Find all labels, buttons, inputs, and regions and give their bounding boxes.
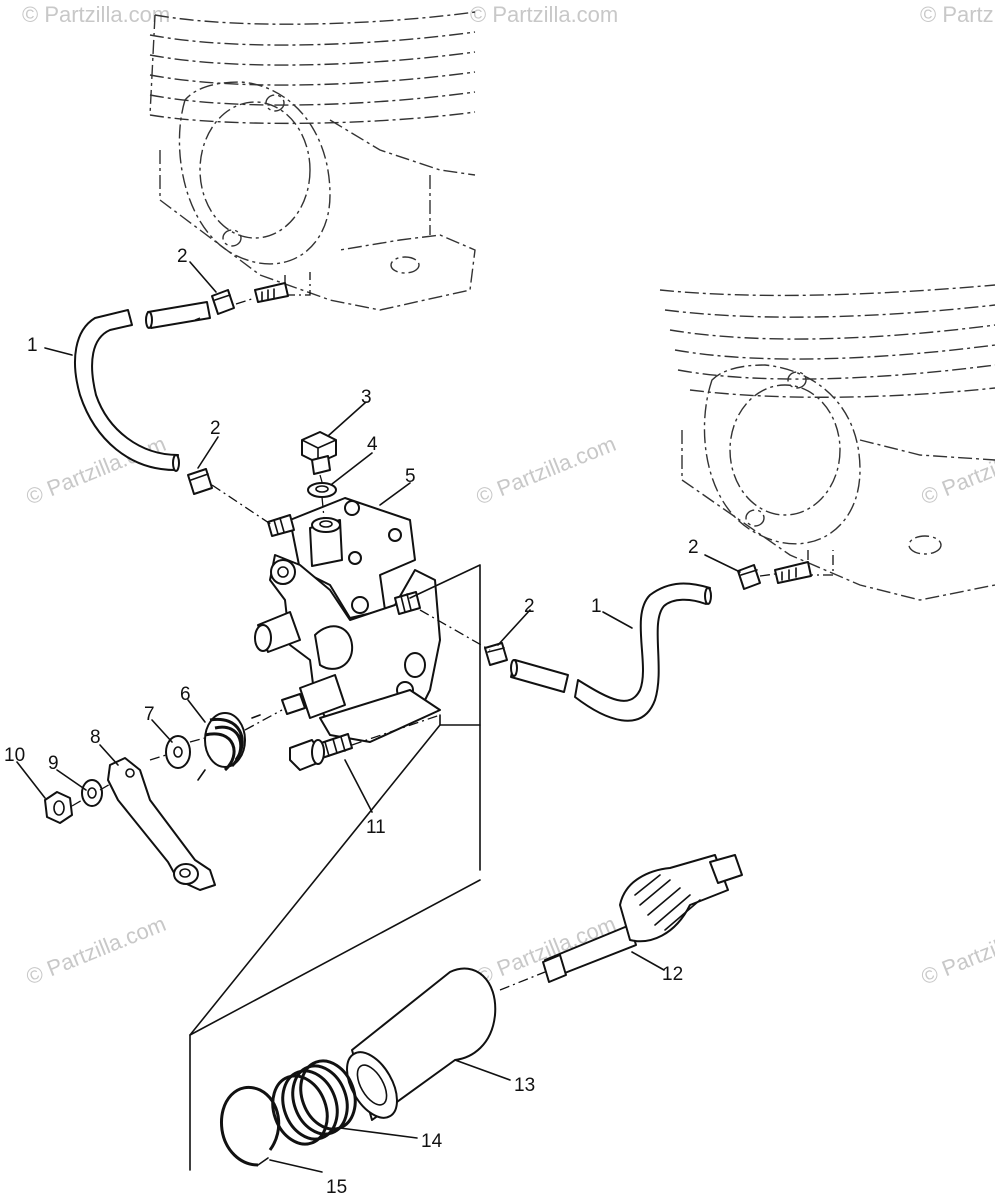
callout-13: 13 (514, 1075, 535, 1096)
callout-12: 12 (662, 964, 683, 985)
pump-sleeve (346, 967, 497, 1121)
callout-2: 2 (210, 418, 221, 439)
callout-4: 4 (367, 434, 378, 455)
watermark: © Partzilla.com (918, 431, 995, 510)
oil-pump-body (254, 431, 441, 743)
watermark: © Partzilla.com (470, 2, 618, 27)
watermark: © Partzilla.com (920, 2, 995, 27)
hose-clamp (187, 468, 213, 495)
watermark: © Partzilla.com (918, 911, 995, 990)
callout-11: 11 (366, 817, 386, 838)
cylinder-left (149, 11, 476, 311)
cylinder-right (659, 284, 995, 601)
washer (165, 735, 191, 769)
oil-line-right (510, 582, 712, 722)
alignment-lines (71, 297, 776, 991)
callout-15: 15 (326, 1177, 347, 1198)
watermark: © Partzilla.com (22, 2, 170, 27)
watermark: © Partzilla.com (473, 431, 620, 510)
mounting-bolt (289, 733, 353, 771)
nut (44, 791, 73, 824)
hose-clamp (484, 642, 508, 666)
hose-clamp (211, 289, 235, 315)
watermark: © Partzilla.com (23, 911, 170, 990)
callout-1: 1 (591, 596, 602, 617)
hose-clamp (737, 564, 761, 590)
callout-7: 7 (144, 704, 155, 725)
snap-ring (220, 1085, 281, 1167)
leader-lines (16, 261, 741, 1173)
callout-2: 2 (177, 246, 188, 267)
watermark: © Partzilla.com (23, 431, 170, 510)
lock-washer (81, 779, 103, 807)
control-lever (107, 757, 216, 891)
callout-9: 9 (48, 753, 59, 774)
callout-2: 2 (524, 596, 535, 617)
callout-numbers: 1 1 2 2 2 2 3 4 5 6 7 8 9 10 11 12 13 14… (4, 246, 699, 1198)
callout-6: 6 (180, 684, 191, 705)
callout-14: 14 (421, 1131, 443, 1152)
callout-1: 1 (27, 335, 38, 356)
callout-2: 2 (688, 537, 699, 558)
assembly-outline (189, 564, 481, 1171)
callout-5: 5 (405, 466, 416, 487)
return-spring (197, 712, 261, 781)
callout-10: 10 (4, 745, 25, 766)
callout-3: 3 (361, 387, 372, 408)
drive-gear-shaft (542, 854, 743, 983)
callout-8: 8 (90, 727, 101, 748)
oil-line-left (74, 301, 211, 472)
